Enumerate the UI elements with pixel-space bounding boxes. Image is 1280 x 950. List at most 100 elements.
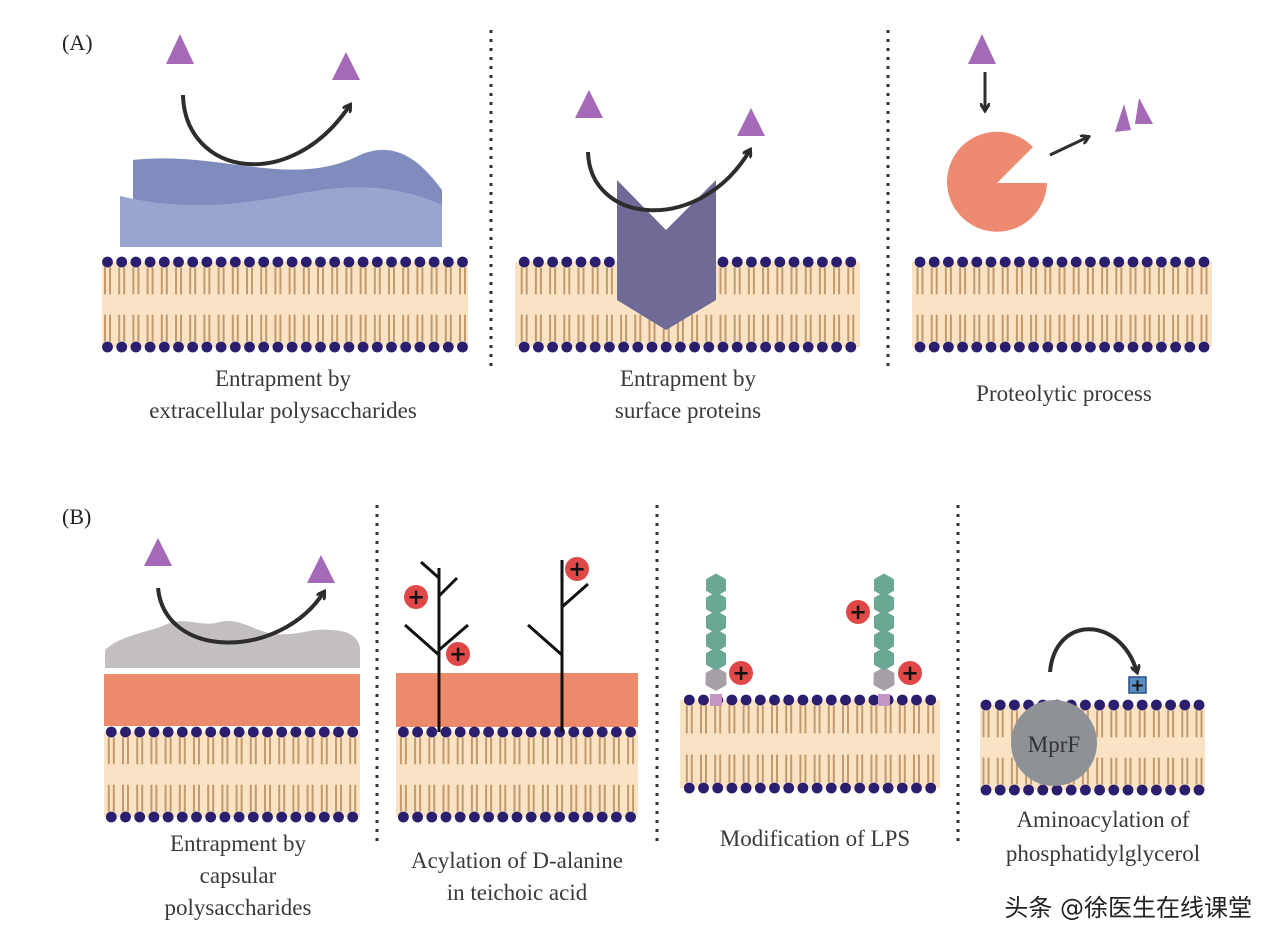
- protease-enzyme-icon: [947, 131, 1047, 232]
- head-group: [868, 782, 880, 794]
- head-group: [914, 256, 926, 268]
- head-group: [703, 341, 715, 353]
- head-group: [1028, 341, 1039, 353]
- head-group: [547, 256, 558, 268]
- head-group: [1009, 784, 1020, 796]
- head-group: [1080, 784, 1091, 796]
- head-group: [1009, 699, 1020, 711]
- head-group: [698, 694, 709, 706]
- head-group: [347, 811, 359, 823]
- head-group: [840, 782, 851, 794]
- membrane-bilayer: [680, 694, 940, 794]
- head-group: [582, 726, 594, 738]
- head-group: [1014, 256, 1025, 268]
- charge-circle: [404, 585, 428, 609]
- head-group: [518, 256, 530, 268]
- head-group: [357, 256, 369, 268]
- head-group: [148, 811, 160, 823]
- head-group: [219, 726, 231, 738]
- head-group: [469, 726, 480, 738]
- head-group: [1136, 784, 1148, 796]
- head-group: [925, 782, 937, 794]
- head-group: [329, 341, 341, 353]
- head-group: [233, 726, 245, 738]
- head-group: [589, 256, 601, 268]
- head-group: [854, 782, 866, 794]
- head-group: [318, 811, 330, 823]
- head-group: [105, 811, 117, 823]
- head-group: [116, 341, 128, 353]
- head-group: [1051, 784, 1063, 796]
- head-group: [689, 341, 700, 353]
- head-group: [398, 811, 409, 823]
- head-group: [928, 256, 940, 268]
- head-group: [400, 341, 412, 353]
- polysaccharide-layer-front: [120, 187, 442, 247]
- head-group: [158, 341, 170, 353]
- charge-sign: +: [732, 661, 750, 685]
- charge-circle: [565, 557, 589, 581]
- head-group: [412, 726, 423, 738]
- head-group: [914, 341, 926, 353]
- head-group: [825, 694, 837, 706]
- head-group: [746, 256, 757, 268]
- caption-b2-line1: Acylation of D-alanine: [411, 848, 623, 873]
- panel-b4: MprF +: [980, 627, 1205, 796]
- head-group: [554, 811, 565, 823]
- head-group: [618, 341, 629, 353]
- head-group: [457, 256, 468, 268]
- panel-b1: [104, 538, 360, 823]
- head-group: [589, 341, 601, 353]
- lipid-tails: [104, 267, 466, 342]
- head-group: [760, 341, 771, 353]
- head-group: [731, 256, 743, 268]
- peptide-triangle-icon: [332, 52, 360, 80]
- head-group: [1099, 341, 1110, 353]
- head-group: [925, 694, 937, 706]
- head-group: [817, 341, 828, 353]
- head-group: [811, 782, 823, 794]
- head-group: [130, 341, 142, 353]
- lps-core-sugar: [873, 667, 895, 691]
- head-group: [247, 726, 259, 738]
- caption-a1-line2: extracellular polysaccharides: [149, 398, 417, 423]
- peptide-triangle-icon: [307, 555, 335, 583]
- head-group: [646, 341, 658, 353]
- caption-a2-line2: surface proteins: [615, 398, 761, 423]
- head-group: [400, 256, 412, 268]
- head-group: [176, 811, 188, 823]
- head-group: [1056, 341, 1068, 353]
- o-antigen-sugar: [706, 647, 726, 671]
- lipid-tails: [916, 267, 1208, 342]
- head-group: [120, 811, 131, 823]
- head-group: [173, 256, 184, 268]
- charge-circle: [446, 642, 470, 666]
- surface-protein: [617, 180, 716, 330]
- o-antigen-sugar: [874, 647, 894, 671]
- peptide-triangle-icon: [968, 34, 996, 64]
- head-group: [247, 811, 259, 823]
- head-group: [233, 811, 245, 823]
- head-group: [414, 256, 426, 268]
- peptide-triangle-icon: [166, 34, 194, 64]
- head-group: [994, 784, 1006, 796]
- head-group: [1094, 699, 1105, 711]
- head-group: [985, 256, 997, 268]
- head-group: [428, 256, 440, 268]
- head-group: [1108, 699, 1120, 711]
- head-group: [660, 341, 672, 353]
- head-group: [130, 256, 142, 268]
- head-group: [258, 341, 270, 353]
- panel-b-label: (B): [62, 504, 91, 529]
- head-group: [116, 256, 128, 268]
- head-group: [760, 256, 771, 268]
- head-group: [398, 726, 409, 738]
- head-group: [497, 726, 509, 738]
- caption-a2-line1: Entrapment by: [620, 366, 757, 391]
- head-group: [746, 341, 757, 353]
- mprf-enzyme: [1011, 700, 1097, 786]
- head-group: [219, 811, 231, 823]
- head-group: [386, 256, 397, 268]
- head-group: [276, 726, 288, 738]
- head-group: [774, 256, 786, 268]
